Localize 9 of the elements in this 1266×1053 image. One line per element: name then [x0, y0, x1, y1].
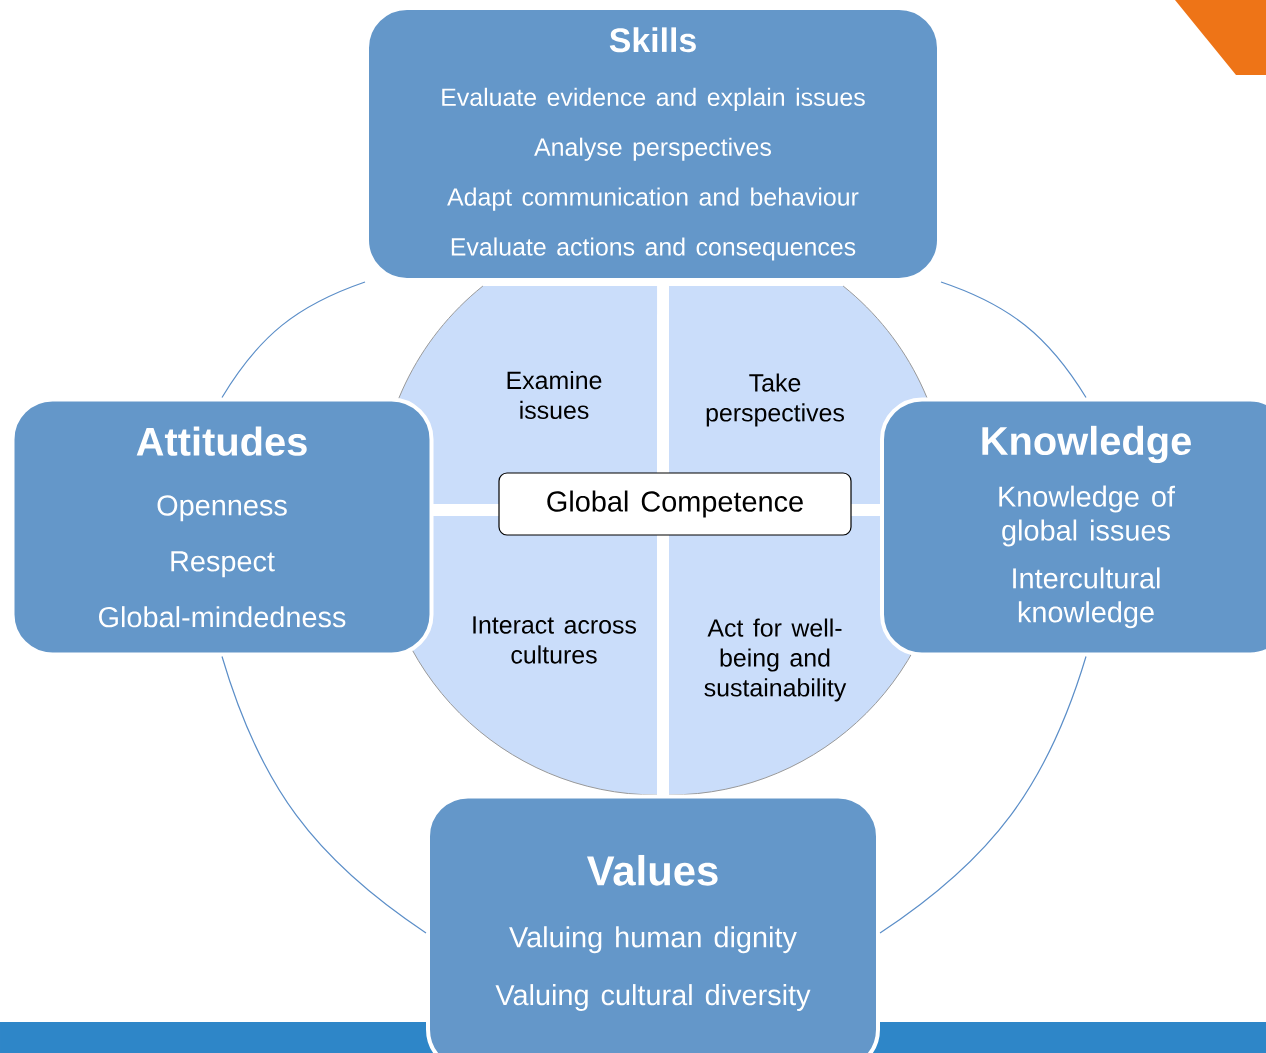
- ring-arc: [221, 281, 366, 399]
- center-label-box: Global Competence: [498, 472, 852, 536]
- ring-arc: [940, 281, 1087, 399]
- category-box: Values Valuing human dignity Valuing cultural diversity: [426, 794, 880, 1053]
- ring-arc: [221, 655, 427, 934]
- category-box: Knowledge Knowledge of global issues Intercultural knowledge: [880, 397, 1266, 657]
- category-box: Attitudes Openness Respect Global-mindedness: [10, 397, 434, 657]
- ring-arc: [879, 655, 1087, 934]
- category-box: Skills Evaluate evidence and explain issues Analyse perspectives Adapt communication and behaviour Evaluate actions and consequences: [365, 6, 941, 282]
